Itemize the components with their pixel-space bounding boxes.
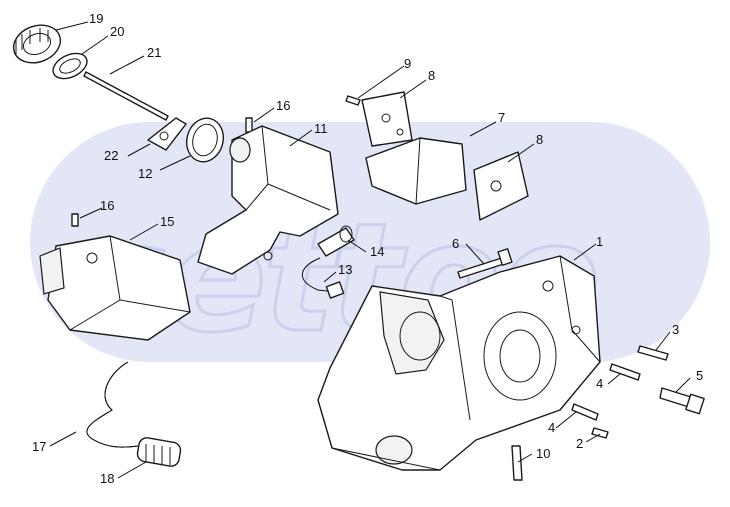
callout-16-upper: 16 bbox=[276, 98, 290, 113]
part-11-handle-housing bbox=[197, 125, 339, 275]
part-16-screw-top bbox=[245, 117, 253, 133]
callout-3: 3 bbox=[672, 322, 679, 337]
part-18-fuel-filter bbox=[136, 437, 182, 467]
callout-22: 22 bbox=[104, 148, 118, 163]
callout-9: 9 bbox=[404, 56, 411, 71]
part-19-tank-cap bbox=[12, 24, 62, 64]
callout-4-lower: 4 bbox=[548, 420, 555, 435]
part-21-rod bbox=[83, 71, 169, 121]
callout-13: 13 bbox=[338, 262, 352, 277]
callout-17: 17 bbox=[32, 439, 46, 454]
part-12-o-ring bbox=[186, 117, 224, 163]
callout-1: 1 bbox=[596, 234, 603, 249]
part-3-stud bbox=[637, 345, 669, 361]
part-2-pin bbox=[591, 427, 609, 439]
callout-20: 20 bbox=[110, 24, 124, 39]
part-15-tank-housing bbox=[39, 235, 191, 341]
part-17-fuel-line bbox=[86, 361, 139, 448]
callout-21: 21 bbox=[147, 45, 161, 60]
part-9-screw bbox=[345, 95, 361, 106]
callout-15: 15 bbox=[160, 214, 174, 229]
callout-4-upper: 4 bbox=[596, 376, 603, 391]
callout-19: 19 bbox=[89, 11, 103, 26]
part-7-gasket-plate bbox=[365, 137, 467, 205]
part-16-screw-lower bbox=[71, 213, 79, 227]
part-8-plate-upper bbox=[361, 91, 413, 147]
callout-6: 6 bbox=[452, 236, 459, 251]
callout-8-lower: 8 bbox=[536, 132, 543, 147]
callout-10: 10 bbox=[536, 446, 550, 461]
callout-7: 7 bbox=[498, 110, 505, 125]
callout-2: 2 bbox=[576, 436, 583, 451]
part-22-bracket bbox=[147, 117, 187, 151]
part-14-fitting bbox=[317, 225, 355, 257]
leader-lines bbox=[49, 21, 691, 479]
part-20-gasket bbox=[52, 52, 88, 80]
callout-11: 11 bbox=[314, 121, 328, 136]
part-13-hose bbox=[302, 257, 345, 299]
part-4-stud-upper bbox=[609, 363, 641, 381]
part-10-pin bbox=[511, 445, 523, 481]
callout-16-lower: 16 bbox=[100, 198, 114, 213]
callout-8-upper: 8 bbox=[428, 68, 435, 83]
callout-18: 18 bbox=[100, 471, 114, 486]
callout-5: 5 bbox=[696, 368, 703, 383]
part-6-bolt bbox=[457, 248, 513, 279]
callout-14: 14 bbox=[370, 244, 384, 259]
callout-labels: 19 20 21 22 12 16 11 9 8 7 8 16 15 14 13… bbox=[32, 11, 703, 486]
part-8-plate-lower bbox=[473, 151, 529, 221]
callout-12: 12 bbox=[138, 166, 152, 181]
part-4-stud-lower bbox=[571, 403, 599, 421]
part-5-bolt bbox=[659, 387, 705, 415]
part-1-crankcase bbox=[317, 255, 601, 471]
